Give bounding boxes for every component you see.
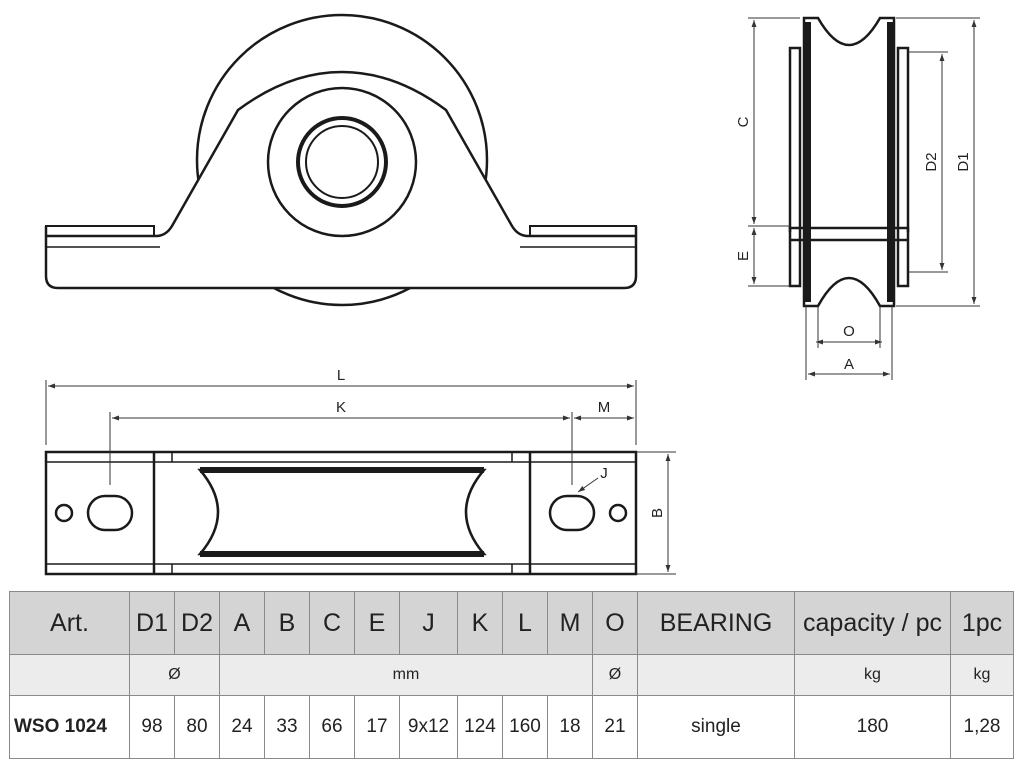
front-view xyxy=(44,13,638,307)
header-b: B xyxy=(264,591,310,655)
header-art: Art. xyxy=(9,591,130,655)
slot-hole-left xyxy=(86,494,134,532)
header-l: L xyxy=(502,591,548,655)
header-j: J xyxy=(399,591,458,655)
dim-label-o: O xyxy=(843,323,855,340)
top-view xyxy=(44,450,638,576)
table-unit-row: Ø mm Ø kg kg xyxy=(9,654,1014,696)
cell-e: 17 xyxy=(354,695,400,759)
dim-label-l: L xyxy=(337,367,345,384)
cell-bearing: single xyxy=(637,695,795,759)
dim-label-c: C xyxy=(735,116,752,127)
cell-b: 33 xyxy=(264,695,310,759)
unit-mm: mm xyxy=(219,654,593,696)
cell-c: 66 xyxy=(309,695,355,759)
dim-label-a: A xyxy=(844,356,854,373)
unit-capacity: kg xyxy=(794,654,951,696)
dim-label-m: M xyxy=(598,399,611,416)
dim-label-d2: D2 xyxy=(923,152,940,171)
dimension-lines xyxy=(45,17,980,575)
axle-hub xyxy=(266,86,418,238)
cell-o: 21 xyxy=(592,695,638,759)
header-o: O xyxy=(592,591,638,655)
header-capacity: capacity / pc xyxy=(794,591,951,655)
dim-label-b: B xyxy=(649,508,666,518)
table-header-row: Art. D1 D2 A B C E J K L M O BEARING cap… xyxy=(9,591,1014,655)
unit-art xyxy=(9,654,130,696)
mount-hole-right xyxy=(608,503,628,523)
header-m: M xyxy=(547,591,593,655)
header-weight: 1pc xyxy=(950,591,1014,655)
header-d1: D1 xyxy=(129,591,175,655)
cell-l: 160 xyxy=(502,695,548,759)
unit-weight: kg xyxy=(950,654,1014,696)
dim-label-e: E xyxy=(735,251,752,261)
cell-weight: 1,28 xyxy=(950,695,1014,759)
bracket-side xyxy=(788,226,910,242)
cell-capacity: 180 xyxy=(794,695,951,759)
cell-d2: 80 xyxy=(174,695,220,759)
technical-drawing: L K M J B C E D2 D1 O A xyxy=(44,13,980,576)
bearing-inner xyxy=(305,125,379,199)
dim-label-j: J xyxy=(600,465,608,482)
cell-j: 9x12 xyxy=(399,695,458,759)
unit-o-diameter: Ø xyxy=(592,654,638,696)
header-bearing: BEARING xyxy=(637,591,795,655)
header-c: C xyxy=(309,591,355,655)
wheel-top xyxy=(197,468,487,556)
spec-table: Art. D1 D2 A B C E J K L M O BEARING cap… xyxy=(9,591,1014,759)
header-k: K xyxy=(457,591,503,655)
dim-label-k: K xyxy=(336,399,346,416)
cell-k: 124 xyxy=(457,695,503,759)
cell-d1: 98 xyxy=(129,695,175,759)
header-a: A xyxy=(219,591,265,655)
cell-a: 24 xyxy=(219,695,265,759)
wheel-side-profile xyxy=(802,16,896,308)
header-d2: D2 xyxy=(174,591,220,655)
cell-m: 18 xyxy=(547,695,593,759)
side-view xyxy=(788,16,910,308)
table-row: WSO 1024 98 80 24 33 66 17 9x12 124 160 … xyxy=(9,695,1014,759)
cell-art: WSO 1024 xyxy=(9,695,130,759)
dim-label-d1: D1 xyxy=(955,152,972,171)
slot-hole-right xyxy=(548,494,596,532)
mount-hole-left xyxy=(54,503,74,523)
dimension-labels: L K M J B C E D2 D1 O A xyxy=(336,116,972,518)
unit-bearing xyxy=(637,654,795,696)
bearing-outer xyxy=(296,116,388,208)
header-e: E xyxy=(354,591,400,655)
unit-diameter: Ø xyxy=(129,654,220,696)
